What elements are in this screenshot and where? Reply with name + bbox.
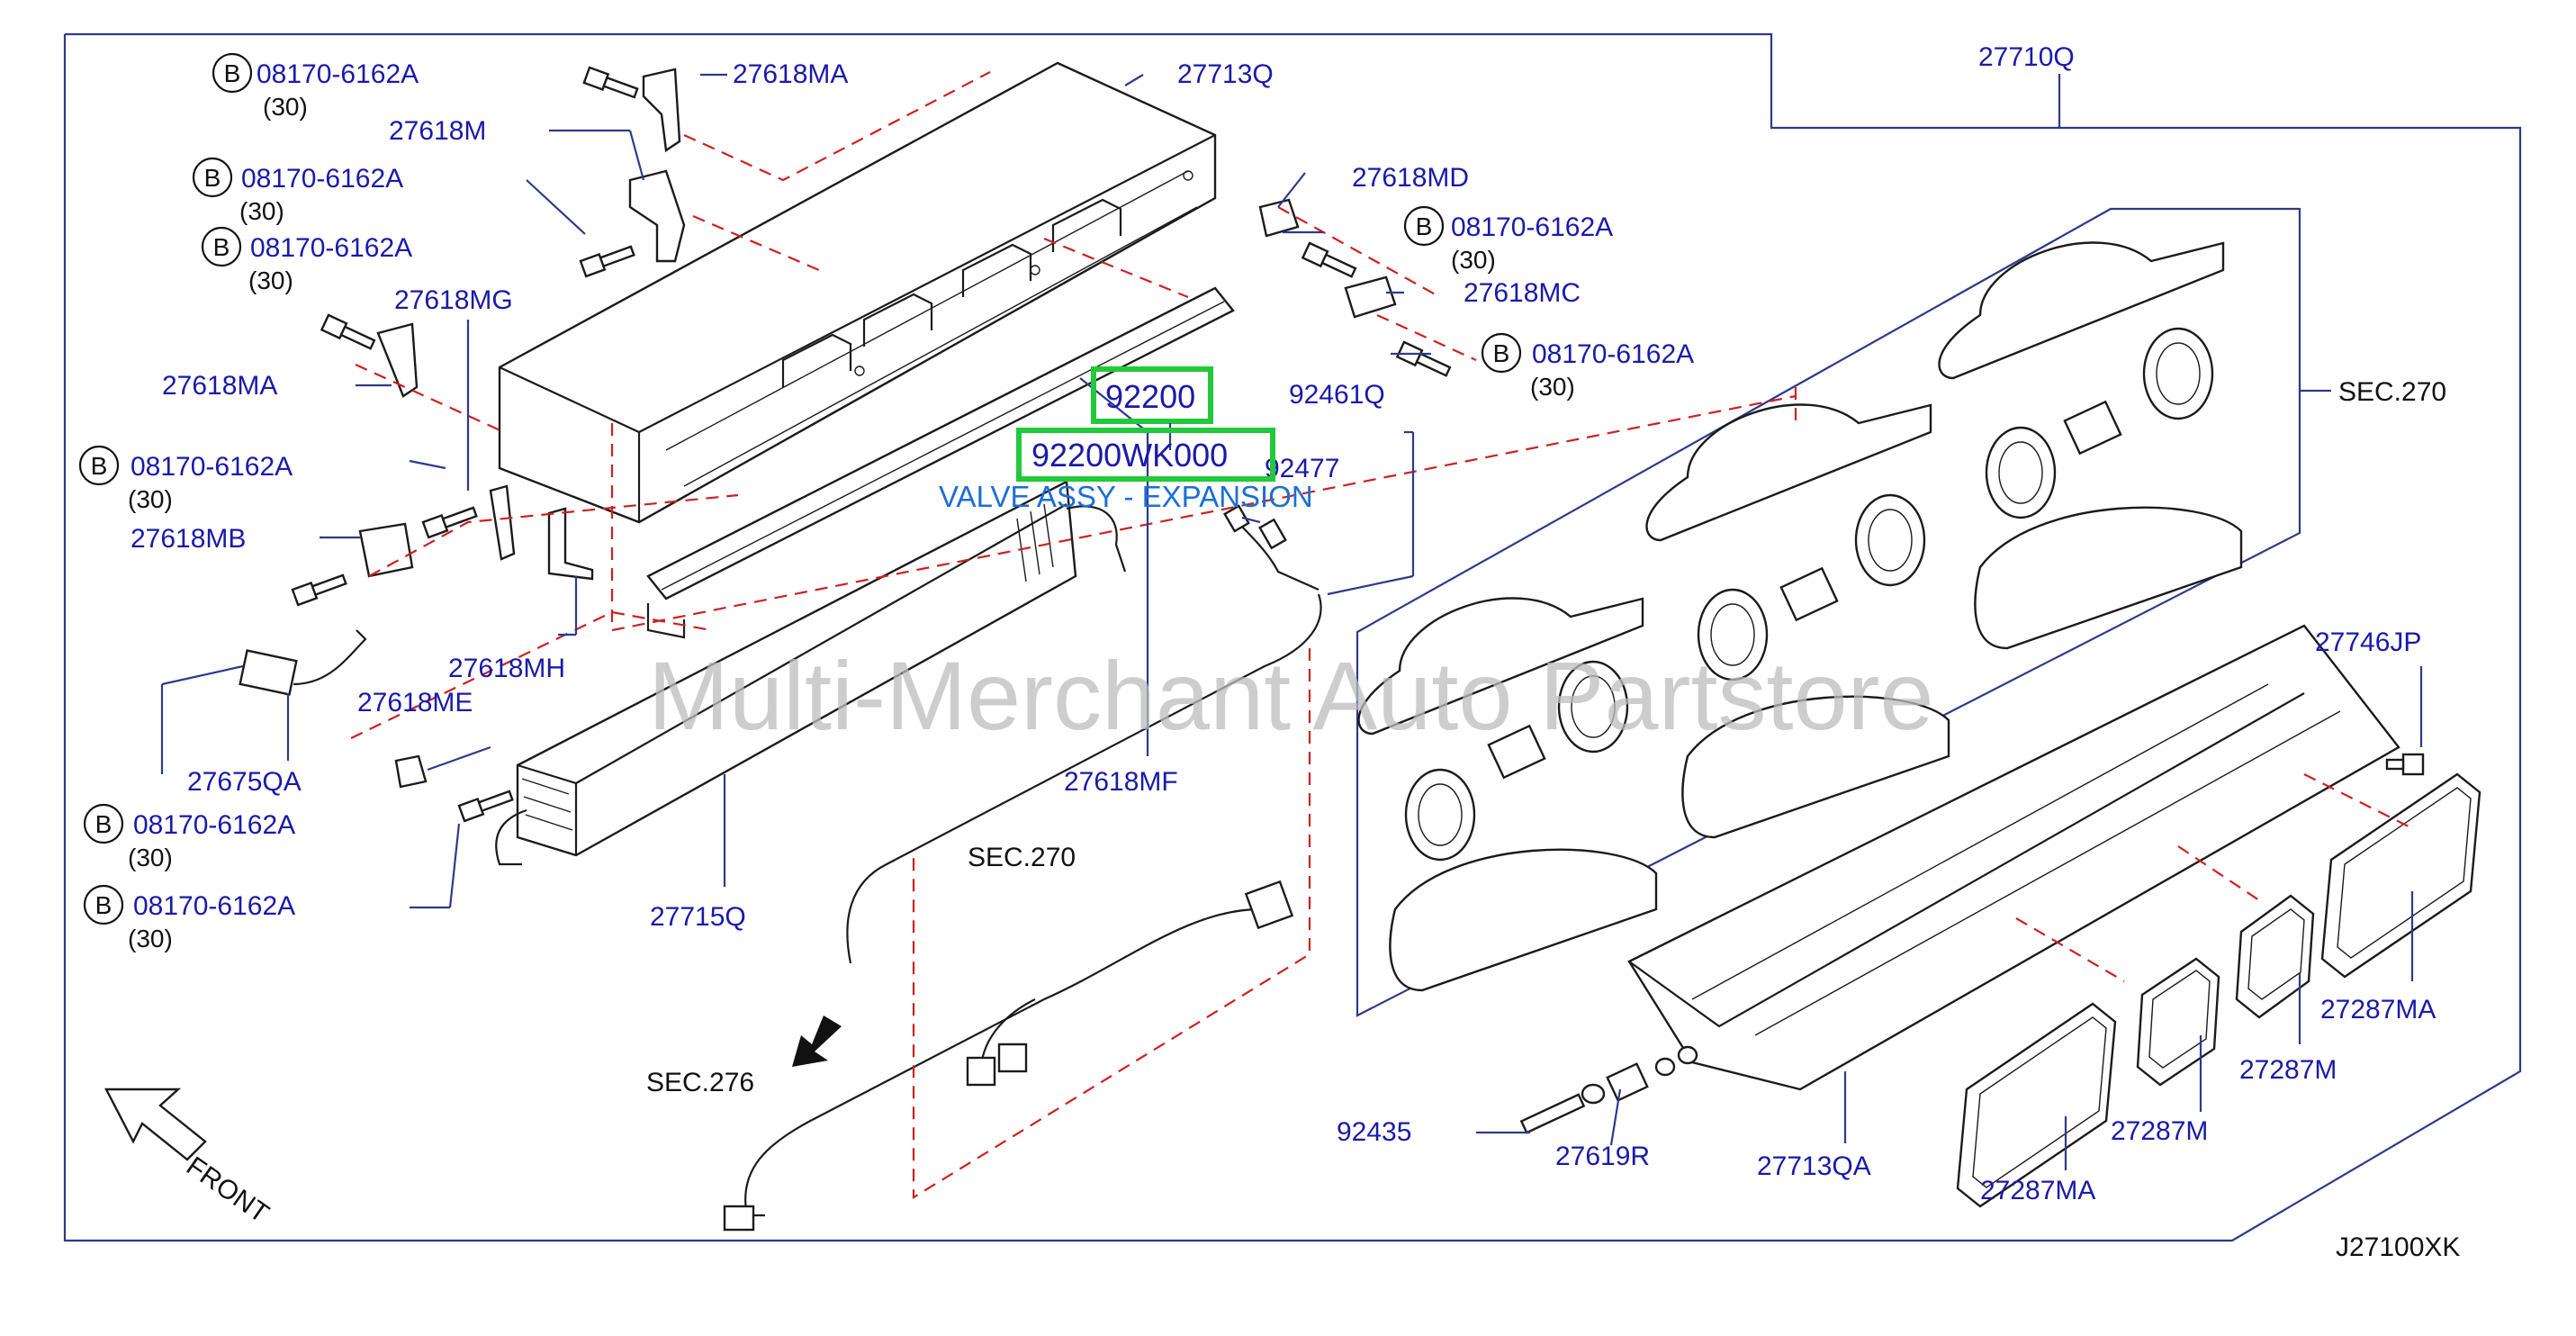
label-27618MH[interactable]: 27618MH [448, 654, 565, 683]
assembly-dashed-lines [350, 71, 2413, 1199]
label-27618MA-top[interactable]: 27618MA [733, 59, 848, 89]
label-27618MA-left[interactable]: 27618MA [162, 371, 277, 401]
bolts [291, 66, 2425, 823]
bolt-callout-8[interactable]: B 08170-6162A (30) [1481, 332, 1694, 401]
label-27618MG[interactable]: 27618MG [394, 285, 513, 315]
heater-case-top [498, 61, 1217, 524]
bolt-part-number: 08170-6162A [241, 164, 403, 194]
label-92461Q[interactable]: 92461Q [1289, 380, 1385, 410]
bolt-qty: (30) [239, 197, 284, 225]
label-sec270-mid[interactable]: SEC.270 [968, 843, 1076, 872]
blower-assemblies [1357, 241, 2243, 992]
bolt-circle-icon [83, 884, 124, 925]
brackets [358, 68, 1397, 789]
label-27618MC[interactable]: 27618MC [1464, 278, 1581, 308]
label-27287MA-a[interactable]: 27287MA [2320, 995, 2436, 1025]
label-sec270-right[interactable]: SEC.270 [2338, 377, 2446, 407]
bolt-qty: (30) [1451, 246, 1496, 274]
lower-rail [646, 286, 1235, 639]
bolt-circle-icon [201, 226, 242, 267]
bolt-letter: B [1416, 212, 1433, 240]
label-27287M-b[interactable]: 27287M [2111, 1116, 2208, 1146]
bolt-callout-2[interactable]: B 08170-6162A (30) [192, 157, 403, 225]
label-27746JP[interactable]: 27746JP [2315, 627, 2421, 657]
label-92477[interactable]: 92477 [1265, 454, 1339, 483]
bolt-callout-3[interactable]: B 08170-6162A (30) [201, 226, 412, 294]
bolt-qty: (30) [1530, 373, 1575, 401]
label-27713QA[interactable]: 27713QA [1757, 1151, 1871, 1181]
outlet-grilles [1956, 772, 2481, 1208]
label-27619R[interactable]: 27619R [1555, 1142, 1650, 1171]
bolt-circle-icon [212, 52, 253, 94]
label-27618MD[interactable]: 27618MD [1352, 163, 1469, 193]
label-27618MF[interactable]: 27618MF [1064, 767, 1178, 797]
bolt-letter: B [1493, 339, 1510, 367]
bolt-letter: B [95, 891, 113, 919]
highlight-oem-number[interactable]: 92200WK000 [1031, 437, 1228, 474]
bolt-callout-5[interactable]: B 08170-6162A (30) [83, 803, 295, 871]
bolt-part-number: 08170-6162A [257, 59, 419, 89]
sec270-group-frame [1356, 207, 2301, 1017]
bolt-callout-4[interactable]: B 08170-6162A (30) [78, 445, 293, 513]
watermark: Multi-Merchant Auto Partstore [648, 641, 1934, 750]
bolt-qty: (30) [263, 93, 308, 121]
bolt-qty: (30) [128, 925, 173, 952]
label-27618M[interactable]: 27618M [389, 116, 486, 146]
bolt-part-number: 08170-6162A [1451, 212, 1613, 242]
pin-parts [1519, 1045, 1698, 1134]
highlight-part-number[interactable]: 92200 [1105, 378, 1195, 415]
label-27675QA[interactable]: 27675QA [187, 767, 302, 797]
bolt-letter: B [213, 233, 230, 261]
bolt-part-number: 08170-6162A [131, 452, 293, 482]
bolt-qty: (30) [128, 844, 173, 871]
bolt-circle-icon [192, 157, 233, 198]
bolt-letter: B [204, 164, 221, 192]
highlighted-part[interactable]: 92200 92200WK000 VALVE ASSY - EXPANSION [939, 366, 1313, 513]
bolt-part-number: 08170-6162A [133, 810, 295, 840]
bolt-letter: B [224, 59, 241, 87]
diagram-code: J27100XK [2336, 1232, 2460, 1262]
label-27618ME[interactable]: 27618ME [357, 688, 473, 718]
label-27713Q[interactable]: 27713Q [1177, 59, 1274, 89]
label-27715Q[interactable]: 27715Q [650, 902, 746, 932]
evaporator-core [495, 480, 1077, 866]
leader-lines [160, 73, 2423, 1170]
bolt-callout-7[interactable]: B 08170-6162A (30) [1403, 205, 1613, 274]
sec276-arrow [792, 1016, 842, 1067]
bolt-circle-icon [1403, 205, 1445, 247]
highlight-box-part-number [1091, 366, 1213, 424]
duct-tray [1627, 624, 2400, 1091]
highlight-box-oem-number [1016, 428, 1275, 482]
bolt-letter: B [91, 452, 108, 480]
label-27710Q[interactable]: 27710Q [1978, 42, 2075, 72]
bolt-part-number: 08170-6162A [133, 891, 295, 921]
bolt-circle-icon [1481, 332, 1522, 374]
front-arrow: FRONT [104, 1088, 275, 1229]
bolt-qty: (30) [128, 485, 173, 513]
bolt-circle-icon [83, 803, 124, 844]
label-27287MA-b[interactable]: 27287MA [1980, 1176, 2095, 1205]
highlight-description: VALVE ASSY - EXPANSION [939, 480, 1313, 513]
bolt-part-number: 08170-6162A [250, 233, 412, 263]
label-sec276[interactable]: SEC.276 [646, 1068, 754, 1097]
label-92435[interactable]: 92435 [1337, 1117, 1411, 1147]
wiring-harness [723, 880, 1294, 1232]
bolt-circle-icon [78, 445, 120, 486]
bolt-letter: B [95, 810, 113, 838]
refrigerant-pipes [846, 504, 1322, 964]
label-27618MB[interactable]: 27618MB [131, 524, 246, 554]
relay-module [239, 629, 367, 696]
label-27287M-a[interactable]: 27287M [2239, 1055, 2337, 1085]
bolt-callout-6[interactable]: B 08170-6162A (30) [83, 884, 295, 952]
bolt-qty: (30) [248, 266, 293, 294]
bolt-part-number: 08170-6162A [1532, 339, 1694, 369]
bolt-callout-1[interactable]: B 08170-6162A (30) [212, 52, 419, 121]
assembly-frame [63, 32, 2522, 1242]
front-label: FRONT [181, 1151, 275, 1229]
